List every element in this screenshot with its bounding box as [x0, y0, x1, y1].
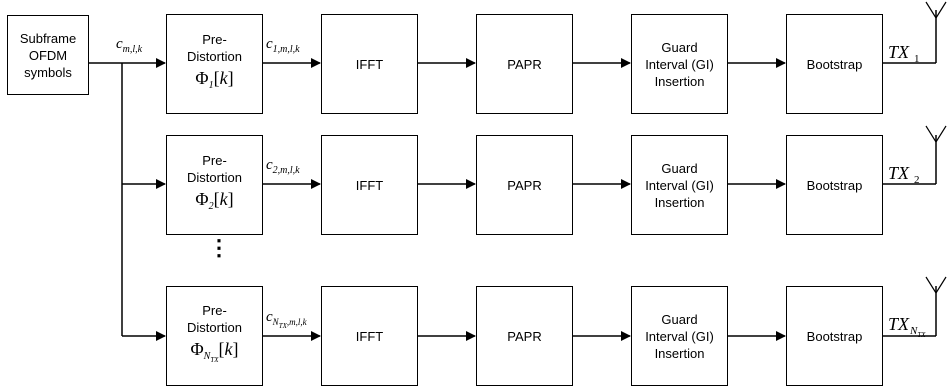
predistortion-block-2: Pre- Distortion Φ2[k]	[166, 135, 263, 235]
row-3-wires	[263, 276, 947, 341]
tx-label-3: TXNTX	[888, 314, 926, 339]
phi-formula-1: Φ1[k]	[195, 68, 234, 91]
ifft-label: IFFT	[355, 56, 384, 72]
predistortion-block-3: Pre- Distortion ΦNTX[k]	[166, 286, 263, 386]
ifft-block-2: IFFT	[321, 135, 418, 235]
signal-label-3: cNTX,m,l,k	[266, 309, 307, 330]
gi-line-1: Guard	[661, 311, 698, 327]
gi-block-1: Guard Interval (GI) Insertion	[631, 14, 728, 114]
gi-line-1: Guard	[661, 160, 698, 176]
bootstrap-label: Bootstrap	[806, 328, 863, 344]
gi-block-2: Guard Interval (GI) Insertion	[631, 135, 728, 235]
gi-line-2: Interval (GI)	[645, 328, 714, 344]
signal-label-1: c1,m,l,k	[266, 36, 300, 55]
source-line-1: Subframe	[19, 30, 77, 46]
predistortion-label-2: Distortion	[187, 319, 242, 335]
predistortion-label-1: Pre-	[202, 32, 227, 47]
papr-label: PAPR	[507, 328, 542, 344]
source-line-3: symbols	[24, 64, 72, 80]
antenna-icon-3	[925, 276, 947, 295]
papr-label: PAPR	[507, 56, 542, 72]
bootstrap-label: Bootstrap	[806, 177, 863, 193]
gi-line-3: Insertion	[654, 345, 705, 361]
phi-formula-3: ΦNTX[k]	[190, 338, 239, 364]
bootstrap-block-3: Bootstrap	[786, 286, 883, 386]
source-line-2: OFDM	[28, 47, 68, 63]
ifft-block-3: IFFT	[321, 286, 418, 386]
antenna-icon-1	[925, 1, 947, 20]
ifft-label: IFFT	[355, 177, 384, 193]
papr-block-3: PAPR	[476, 286, 573, 386]
gi-line-2: Interval (GI)	[645, 56, 714, 72]
ifft-label: IFFT	[355, 328, 384, 344]
input-signal-label: cm,l,k	[116, 36, 143, 55]
row-2-wires	[263, 125, 947, 189]
gi-line-3: Insertion	[654, 194, 705, 210]
gi-line-3: Insertion	[654, 73, 705, 89]
predistortion-label-1: Pre-	[202, 302, 227, 318]
signal-label-2: c2,m,l,k	[266, 157, 300, 176]
predistortion-label-2: Distortion	[187, 49, 242, 64]
ifft-block-1: IFFT	[321, 14, 418, 114]
predistortion-label-1: Pre-	[202, 153, 227, 168]
antenna-icon-2	[925, 125, 947, 144]
gi-line-1: Guard	[661, 39, 698, 55]
bootstrap-block-2: Bootstrap	[786, 135, 883, 235]
predistortion-block-1: Pre- Distortion Φ1[k]	[166, 14, 263, 114]
gi-line-2: Interval (GI)	[645, 177, 714, 193]
gi-block-3: Guard Interval (GI) Insertion	[631, 286, 728, 386]
phi-formula-2: Φ2[k]	[195, 189, 234, 212]
bootstrap-block-1: Bootstrap	[786, 14, 883, 114]
papr-block-2: PAPR	[476, 135, 573, 235]
papr-label: PAPR	[507, 177, 542, 193]
bootstrap-label: Bootstrap	[806, 56, 863, 72]
ellipsis-more-chains: ⋮	[208, 235, 230, 260]
row-1-wires	[263, 1, 947, 68]
predistortion-label-2: Distortion	[187, 170, 242, 185]
source-block: Subframe OFDM symbols	[7, 15, 89, 95]
papr-block-1: PAPR	[476, 14, 573, 114]
